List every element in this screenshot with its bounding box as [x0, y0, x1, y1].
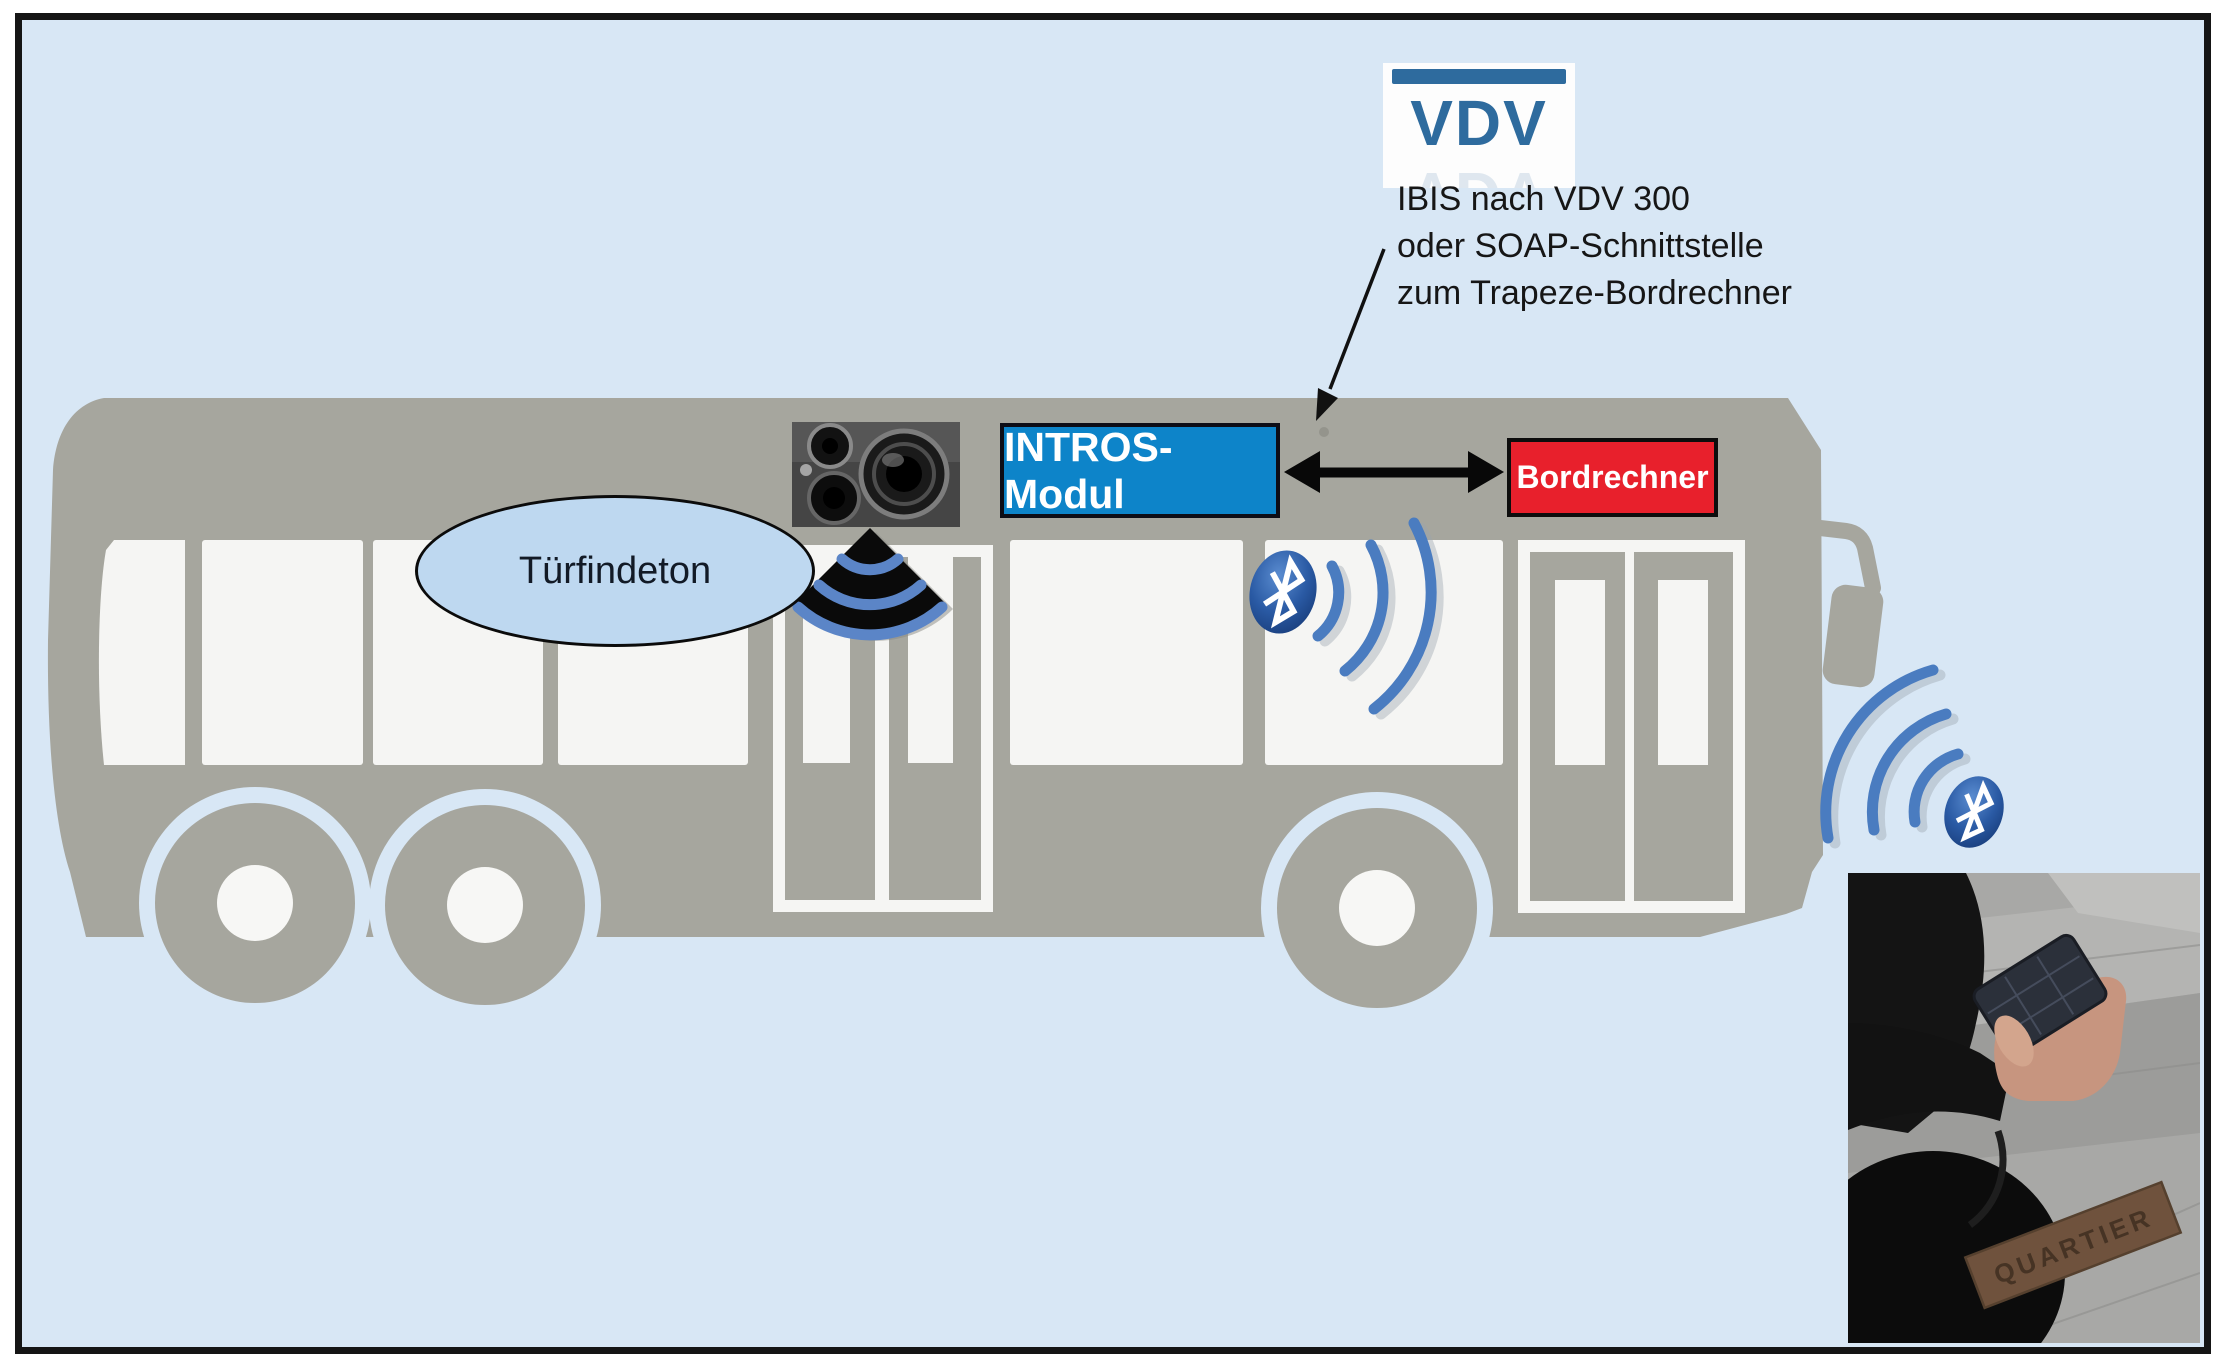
wheels — [139, 787, 1493, 1024]
bluetooth-waves-intros — [1312, 517, 1444, 720]
double-arrow-icon — [1284, 451, 1504, 493]
front-door — [1518, 540, 1745, 913]
bus-window — [202, 540, 363, 765]
bluetooth-waves-phone — [1820, 664, 1971, 849]
thumb — [1994, 1015, 2034, 1067]
interface-note-line: IBIS nach VDV 300 — [1397, 180, 1690, 218]
tuerfindeton-callout: Türfindeton — [415, 495, 815, 647]
interface-note-line: zum Trapeze-Bordrechner — [1397, 274, 1792, 312]
smartphone-photo: QUARTIER — [1848, 873, 2200, 1343]
tuerfindeton-label: Türfindeton — [518, 549, 712, 592]
mirror — [1795, 518, 1884, 688]
bus-window — [98, 540, 185, 765]
strap — [1967, 1129, 2007, 1228]
sound-waves-icon — [792, 528, 953, 641]
vdv-logo-bar — [1392, 69, 1566, 84]
annotation-arrow-icon — [1316, 248, 1386, 437]
speaker-icon — [792, 422, 960, 527]
bus-window — [1010, 540, 1243, 765]
bus-window — [1265, 540, 1503, 765]
vdv-logo-text: VDV — [1410, 87, 1548, 159]
smartphone-photo-graphic: QUARTIER — [1848, 873, 2200, 1343]
bluetooth-icon — [1935, 768, 2014, 856]
person-arm — [1848, 1023, 2010, 1130]
interface-note: IBIS nach VDV 300 oder SOAP-Schnittstell… — [1397, 176, 1877, 317]
wheel — [139, 787, 371, 1019]
wheel — [369, 789, 601, 1021]
door-window — [1658, 580, 1708, 765]
interface-note-line: oder SOAP-Schnittstelle — [1397, 227, 1764, 265]
intros-module-box: INTROS-Modul — [1000, 423, 1280, 518]
vdv-logo: VDV VDV — [1383, 63, 1575, 188]
door-window — [1555, 580, 1605, 765]
wheel — [1261, 792, 1493, 1024]
bordrechner-box: Bordrechner — [1507, 438, 1718, 517]
